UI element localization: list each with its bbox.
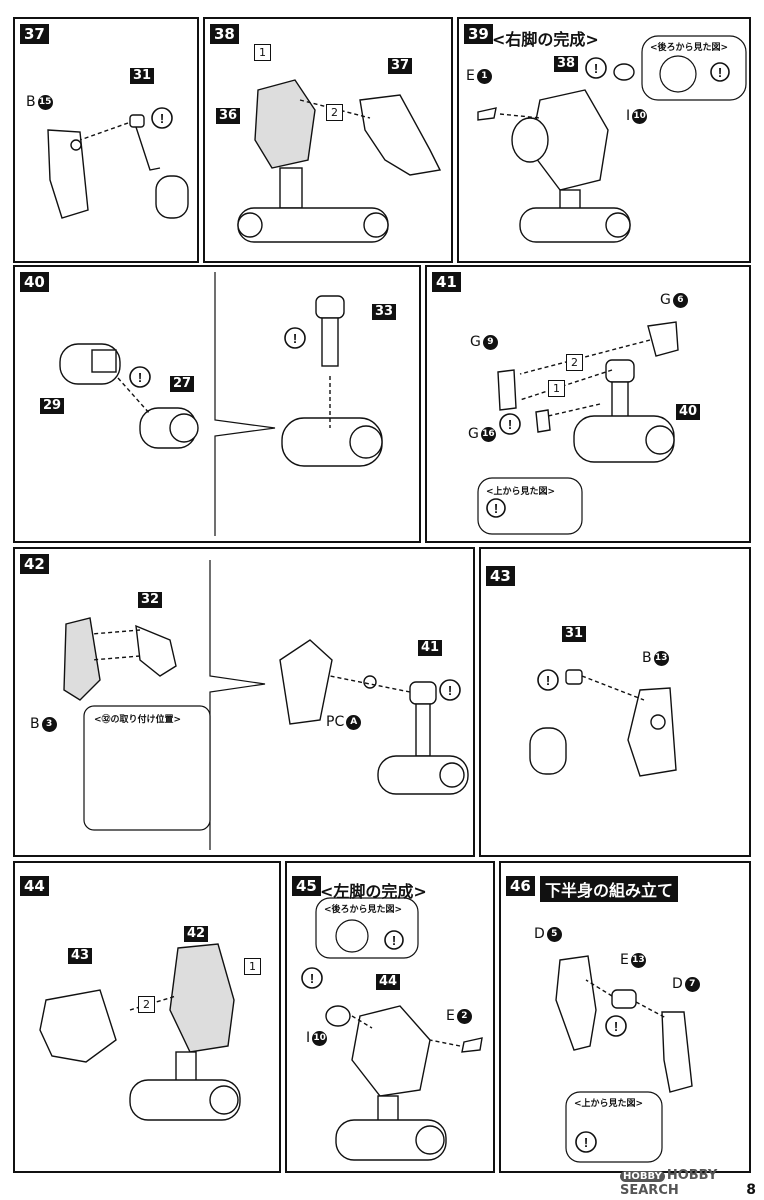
runner-letter: G	[468, 426, 479, 442]
page-number: 8	[746, 1182, 756, 1198]
svg-text:!: !	[310, 971, 314, 986]
order-1-box: 1	[548, 380, 565, 397]
runner-letter: I	[626, 108, 631, 124]
runner-letter: E	[466, 68, 475, 84]
watermark-text: HOBBY SEARCH	[620, 1168, 718, 1198]
step-45-title: <左脚の完成>	[320, 882, 427, 901]
part-42-label: 42	[184, 926, 209, 942]
runner-letter: G	[660, 292, 671, 308]
svg-text:!: !	[138, 370, 142, 385]
part-36-label: 36	[216, 108, 241, 124]
runner-number: 6	[672, 292, 688, 308]
svg-text:!: !	[494, 501, 498, 516]
step-37-number: 37	[20, 24, 49, 44]
step-44-number: 44	[20, 876, 49, 896]
step-39-title: <右脚の完成>	[492, 30, 599, 49]
order-1-box: 1	[254, 44, 271, 61]
step-45-number: 45	[292, 876, 321, 896]
step-41-number: 41	[432, 272, 461, 292]
svg-text:!: !	[392, 933, 396, 948]
runner-letter: PC	[326, 714, 345, 730]
step-38-number: 38	[210, 24, 239, 44]
step-46-title: 下半身の組み立て	[540, 876, 679, 902]
step-46-number: 46	[506, 876, 535, 896]
part-43-label: 43	[68, 948, 93, 964]
mount-position-callout: <㉜の取り付け位置>	[94, 712, 182, 725]
watermark-badge: HOBBY	[620, 1171, 665, 1182]
part-32-label: 32	[138, 592, 163, 608]
runner-number: 13	[630, 952, 646, 968]
runner-letter: D	[534, 926, 545, 942]
runner-number: 10	[312, 1030, 328, 1046]
runner-letter: E	[446, 1008, 455, 1024]
order-2-box: 2	[566, 354, 583, 371]
runner-number: 7	[684, 976, 700, 992]
runner-number: 2	[456, 1008, 472, 1024]
runner-letter: B	[642, 650, 652, 666]
runner-letter: D	[672, 976, 683, 992]
svg-text:!: !	[448, 683, 452, 698]
part-27-label: 27	[170, 376, 195, 392]
runner-number: 9	[482, 334, 498, 350]
rear-view-callout: <後ろから見た図>	[650, 40, 729, 53]
svg-text:!: !	[584, 1135, 588, 1150]
part-29-label: 29	[40, 398, 65, 414]
runner-letter: B	[26, 94, 36, 110]
part-40-label: 40	[676, 404, 701, 420]
part-44-label: 44	[376, 974, 401, 990]
top-view-callout: <上から見た図>	[486, 484, 556, 497]
order-1-box: 1	[244, 958, 261, 975]
runner-number: A	[346, 714, 362, 730]
order-2-box: 2	[138, 996, 155, 1013]
runner-letter: I	[306, 1030, 311, 1046]
runner-number: 15	[37, 94, 53, 110]
runner-letter: B	[30, 716, 40, 732]
runner-letter: E	[620, 952, 629, 968]
runner-number: 5	[546, 926, 562, 942]
runner-number: 13	[653, 650, 669, 666]
runner-number: 3	[41, 716, 57, 732]
rear-view-callout: <後ろから見た図>	[324, 902, 403, 915]
step-40-number: 40	[20, 272, 49, 292]
svg-text:!: !	[594, 61, 598, 76]
step-42-number: 42	[20, 554, 49, 574]
part-41-label: 41	[418, 640, 443, 656]
part-37-label: 37	[388, 58, 413, 74]
runner-number: 16	[480, 426, 496, 442]
part-31-label: 31	[562, 626, 587, 642]
svg-text:!: !	[293, 331, 297, 346]
svg-text:!: !	[546, 673, 550, 688]
runner-letter: G	[470, 334, 481, 350]
part-31-label: 31	[130, 68, 155, 84]
step-43-number: 43	[486, 566, 515, 586]
svg-text:!: !	[718, 65, 722, 80]
top-view-callout: <上から見た図>	[574, 1096, 644, 1109]
runner-number: 1	[476, 68, 492, 84]
order-2-box: 2	[326, 104, 343, 121]
step-39-number: 39	[464, 24, 493, 44]
svg-text:!: !	[614, 1019, 618, 1034]
runner-number: 10	[632, 108, 648, 124]
part-33-label: 33	[372, 304, 397, 320]
part-38-label: 38	[554, 56, 579, 72]
svg-text:!: !	[508, 417, 512, 432]
svg-text:!: !	[160, 111, 164, 126]
